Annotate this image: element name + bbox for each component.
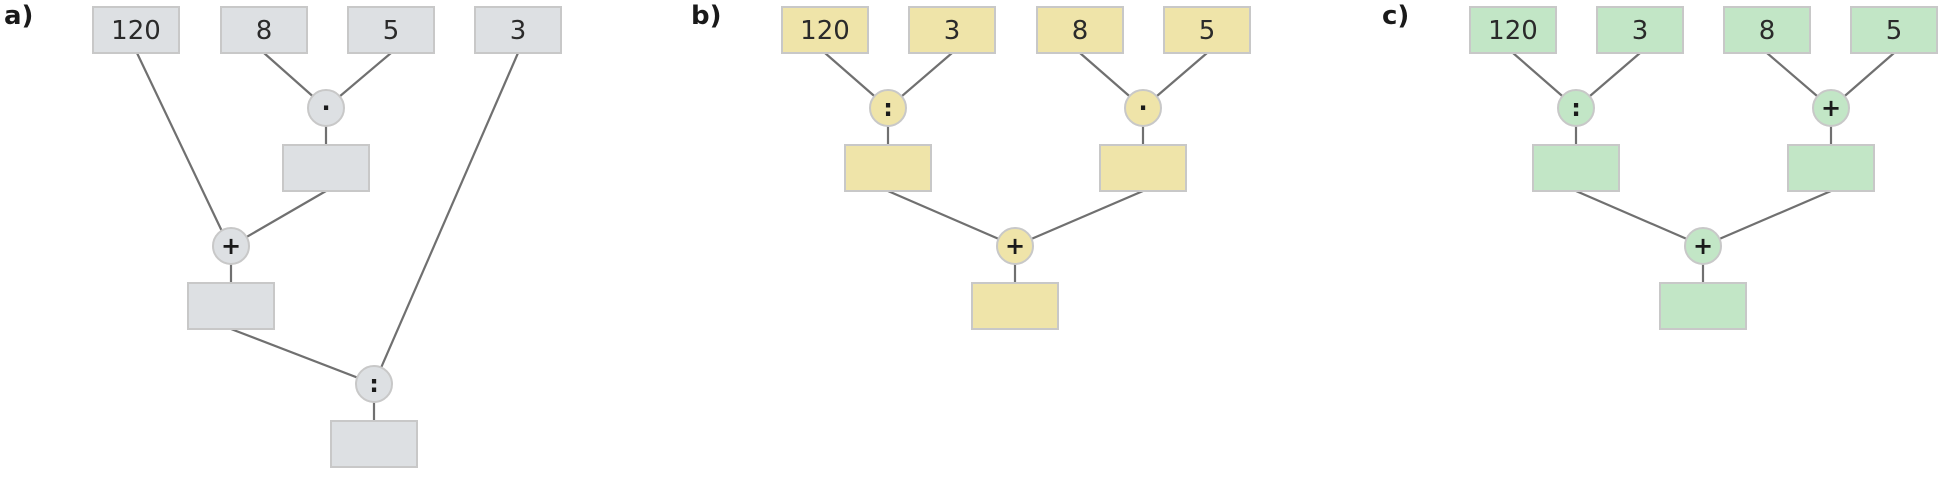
- operator-symbol: +: [1693, 232, 1713, 260]
- operator-node: [1124, 89, 1162, 127]
- leaf-box: [1036, 6, 1124, 54]
- leaf-value: 5: [1199, 16, 1216, 46]
- leaf-value: 120: [1488, 16, 1538, 46]
- leaf-value: 3: [510, 16, 527, 46]
- result-box: [1099, 144, 1187, 192]
- leaf-value: 3: [1632, 16, 1649, 46]
- panel-a: a) 120 8 5 3 · + :: [4, 1, 562, 468]
- result-box: [1787, 144, 1875, 192]
- leaf-value: 5: [1886, 16, 1903, 46]
- operator-symbol: :: [883, 94, 893, 122]
- leaf-box: [781, 6, 869, 54]
- operator-symbol: ·: [321, 94, 330, 122]
- leaf-value: 8: [1759, 16, 1776, 46]
- panel-b-label: b): [691, 1, 722, 31]
- panel-b: b) 120 3 8 5 : · +: [691, 1, 1251, 330]
- operator-node: [996, 227, 1034, 265]
- result-box: [282, 144, 370, 192]
- operator-node: [1812, 89, 1850, 127]
- result-box: [330, 420, 418, 468]
- edge: [136, 52, 230, 247]
- leaf-box: [220, 6, 308, 54]
- leaf-box: [1596, 6, 1684, 54]
- operator-symbol: :: [1571, 94, 1581, 122]
- edge: [887, 189, 1016, 248]
- leaf-value: 120: [800, 16, 850, 46]
- leaf-value: 3: [944, 16, 961, 46]
- edge: [1014, 189, 1144, 248]
- operator-node: [869, 89, 907, 127]
- result-box: [187, 282, 275, 330]
- edge: [230, 327, 375, 386]
- panel-c-label: c): [1382, 1, 1409, 31]
- edge: [372, 52, 520, 385]
- result-box: [971, 282, 1059, 330]
- panel-c: c) 120 3 8 5 : + +: [1382, 1, 1938, 330]
- leaf-box: [1723, 6, 1811, 54]
- operator-symbol: ·: [1138, 94, 1147, 122]
- operator-node: [307, 89, 345, 127]
- result-box: [844, 144, 932, 192]
- leaf-value: 5: [383, 16, 400, 46]
- leaf-value: 8: [256, 16, 273, 46]
- leaf-box: [474, 6, 562, 54]
- leaf-box: [92, 6, 180, 54]
- leaf-box: [1850, 6, 1938, 54]
- operator-node: [1684, 227, 1722, 265]
- leaf-box: [908, 6, 996, 54]
- panel-a-label: a): [4, 1, 33, 31]
- operator-node: [1557, 89, 1595, 127]
- edge: [1702, 189, 1832, 248]
- leaf-box: [1163, 6, 1251, 54]
- result-box: [1532, 144, 1620, 192]
- operator-symbol: +: [221, 232, 241, 260]
- leaf-box: [1469, 6, 1557, 54]
- operator-node: [212, 227, 250, 265]
- leaf-value: 8: [1072, 16, 1089, 46]
- operator-symbol: +: [1005, 232, 1025, 260]
- result-box: [1659, 282, 1747, 330]
- leaf-value: 120: [111, 16, 161, 46]
- edge: [1575, 189, 1704, 248]
- operator-node: [355, 365, 393, 403]
- leaf-box: [347, 6, 435, 54]
- operator-symbol: +: [1821, 94, 1841, 122]
- operator-symbol: :: [369, 370, 379, 398]
